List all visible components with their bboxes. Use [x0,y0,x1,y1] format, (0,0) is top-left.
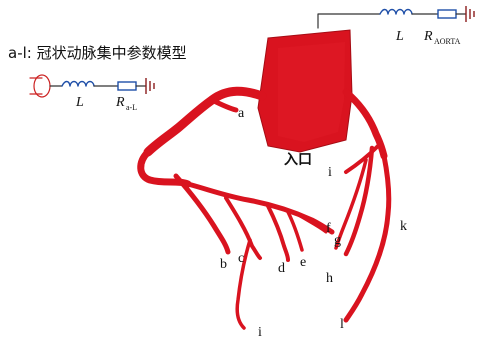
outlet-label-c: c [238,251,244,266]
aorta-ground-icon [466,6,474,22]
aorta-inductor-icon [380,10,412,15]
left-resistor-subscript: a-L [126,103,137,112]
model-title: a-l: 冠状动脉集中参数模型 [8,44,187,62]
aorta-resistor-label: R [423,29,433,44]
outlet-label-b: b [220,257,227,272]
left-lumped-model [30,75,154,97]
outlet-label-h: h [326,271,333,286]
left-resistor-label: R [115,95,125,110]
aorta-inductor-label: L [395,29,404,44]
outlet-label-d: d [278,261,285,276]
outlet-label-k: k [400,219,407,234]
outlet-label-g: g [334,233,341,248]
aorta-resistor-subscript: AORTA [434,37,461,46]
aorta-root [258,30,352,152]
outlet-label-l: l [340,317,344,332]
inlet-label: 入口 [284,152,312,168]
left-ground-icon [146,78,154,94]
outlet-label-i-bottom: i [258,325,262,338]
left-inductor-label: L [75,95,84,110]
left-resistor-icon [118,82,136,90]
outlet-label-i-top: i [328,165,332,180]
outlet-label-a: a [238,106,245,121]
left-inductor-icon [62,82,94,87]
aorta-lumped-model [318,6,474,28]
aorta-resistor-icon [438,10,456,18]
outlet-label-f: f [326,221,331,236]
outlet-label-e: e [300,255,306,270]
